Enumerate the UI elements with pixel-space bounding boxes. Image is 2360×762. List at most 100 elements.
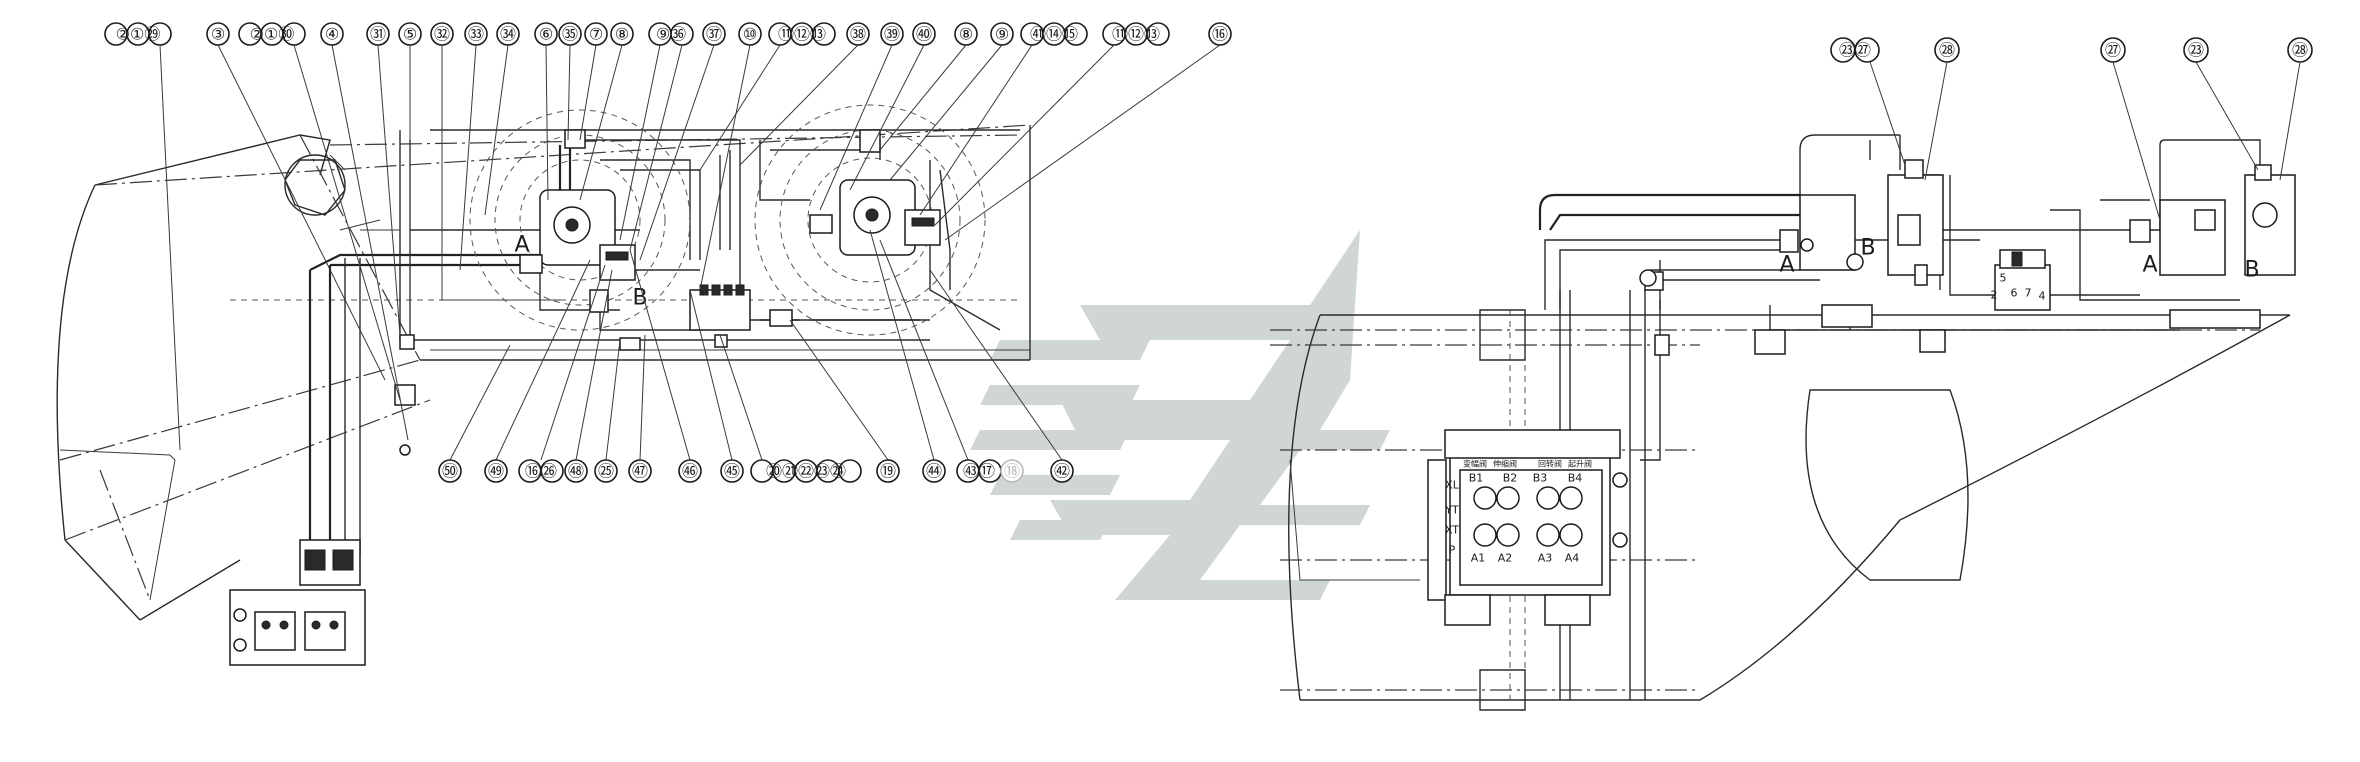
callout-2-1-29: ②①㉙ — [104, 22, 172, 46]
svg-text:5: 5 — [2000, 272, 2007, 285]
svg-text:④: ④ — [325, 25, 339, 44]
manifold-b1: B1 — [1469, 472, 1484, 485]
manifold-b4: B4 — [1568, 472, 1583, 485]
callout-41-14-15: ㊶⑭⑮ — [1020, 22, 1088, 46]
svg-text:㉝: ㉝ — [468, 25, 484, 44]
callout-10: ⑩ — [738, 22, 762, 46]
callout-7: ⑦ — [584, 22, 608, 46]
callout-20-24: ⑳㉑㉒㉓㉔ — [750, 459, 862, 483]
svg-text:㉗: ㉗ — [2105, 41, 2121, 60]
left-bottom-valves — [229, 384, 416, 666]
svg-text:2: 2 — [1991, 289, 1998, 302]
svg-text:⑯㉖: ⑯㉖ — [525, 462, 557, 481]
svg-text:㉘: ㉘ — [2292, 41, 2308, 60]
callouts-right-top: ㉓㉗ ㉘ ㉗ ㉓ ㉘ — [1830, 37, 2313, 221]
right-small-valve: 5 6 7 2 4 — [1639, 249, 2261, 356]
svg-text:⑲: ⑲ — [880, 462, 896, 481]
callout-18: ⑱ — [1000, 459, 1024, 483]
callout-8b: ⑧ — [954, 22, 978, 46]
svg-text:㊶⑭⑮: ㊶⑭⑮ — [1030, 25, 1078, 44]
manifold-section-4: 起升阀 — [1568, 460, 1592, 469]
svg-text:⑦: ⑦ — [589, 25, 603, 44]
callout-28a: ㉘ — [1934, 37, 1960, 63]
callout-49: ㊾ — [484, 459, 508, 483]
manifold-xl: XL — [1445, 479, 1460, 492]
manifold-a2: A2 — [1498, 552, 1513, 565]
pump-left-port-a: A — [514, 233, 529, 258]
svg-text:㉞: ㉞ — [500, 25, 516, 44]
callout-23b: ㉓ — [2183, 37, 2209, 63]
svg-text:⑳㉑㉒㉓㉔: ⑳㉑㉒㉓㉔ — [766, 462, 846, 481]
manifold-a1: A1 — [1471, 552, 1486, 565]
manifold-b3: B3 — [1533, 472, 1548, 485]
callout-8: ⑧ — [610, 22, 634, 46]
svg-text:⑤: ⑤ — [403, 25, 417, 44]
right-pipes — [1538, 134, 2261, 461]
callout-19: ⑲ — [876, 459, 900, 483]
svg-text:㊵: ㊵ — [916, 25, 932, 44]
svg-text:㊻: ㊻ — [682, 462, 698, 481]
manifold-a4: A4 — [1565, 552, 1580, 565]
svg-text:⑱: ⑱ — [1004, 462, 1020, 481]
callout-23-27: ㉓㉗ — [1830, 37, 1880, 63]
manifold-b2: B2 — [1503, 472, 1518, 485]
svg-text:㊲: ㊲ — [706, 25, 722, 44]
callout-2-1-30: ②①㉚ — [238, 22, 306, 46]
right-valve-2: A B — [2129, 164, 2296, 283]
svg-text:②①㉙: ②①㉙ — [116, 25, 161, 44]
callout-27b: ㉗ — [2100, 37, 2126, 63]
callout-5: ⑤ — [398, 22, 422, 46]
callout-43-17: ㊸⑰ — [956, 459, 1002, 483]
callout-16-26: ⑯㉖ — [518, 459, 564, 483]
svg-text:㉓: ㉓ — [2188, 41, 2204, 60]
callouts-left-top: ②①㉙ ③ ②①㉚ ④ ㉛ ⑤ ㉜ — [104, 22, 1232, 451]
svg-text:㊷: ㊷ — [1054, 462, 1070, 481]
svg-text:㊸⑰: ㊸⑰ — [963, 462, 995, 481]
svg-text:⑯: ⑯ — [1212, 25, 1228, 44]
svg-text:㊼: ㊼ — [632, 462, 648, 481]
right-valve-1: A B — [1779, 159, 1944, 286]
callout-25: ㉕ — [594, 459, 618, 483]
callout-34: ㉞ — [496, 22, 520, 46]
valve2-port-a: A — [2142, 253, 2157, 278]
svg-text:㊽: ㊽ — [568, 462, 584, 481]
svg-text:7: 7 — [2025, 287, 2032, 300]
svg-text:㊾: ㊾ — [488, 462, 504, 481]
manifold-section-3: 回转阀 — [1538, 459, 1562, 469]
callout-4: ④ — [320, 22, 344, 46]
callout-50: ㊿ — [438, 459, 462, 483]
callout-35: ㉟ — [558, 22, 582, 46]
svg-text:⑨: ⑨ — [995, 25, 1009, 44]
svg-text:㉛: ㉛ — [370, 25, 386, 44]
callout-48: ㊽ — [564, 459, 588, 483]
svg-text:⑪⑫⑬: ⑪⑫⑬ — [778, 25, 826, 44]
svg-text:⑧: ⑧ — [959, 25, 973, 44]
manifold-valve: B1 B2 B3 B4 A1 A2 A3 A4 XL YT XT P 变幅阀 伸… — [1427, 429, 1628, 626]
pump-right — [754, 104, 986, 336]
svg-text:⑧: ⑧ — [615, 25, 629, 44]
center-valve-block — [399, 284, 793, 351]
pump-left-port-b: B — [632, 286, 647, 311]
callout-40: ㊵ — [912, 22, 936, 46]
callout-3: ③ — [206, 22, 230, 46]
svg-text:②①㉚: ②①㉚ — [250, 25, 295, 44]
callout-9-36: ⑨㊱ — [648, 22, 694, 46]
svg-text:㉜: ㉜ — [434, 25, 450, 44]
manifold-p: P — [1449, 544, 1456, 557]
callout-42: ㊷ — [1050, 459, 1074, 483]
callout-28b: ㉘ — [2287, 37, 2313, 63]
watermark-logo — [970, 230, 1390, 600]
callout-11-12-13: ⑪⑫⑬ — [768, 22, 836, 46]
svg-text:㊳: ㊳ — [850, 25, 866, 44]
callout-38: ㊳ — [846, 22, 870, 46]
svg-text:⑪⑫⑬: ⑪⑫⑬ — [1112, 25, 1160, 44]
callout-37: ㊲ — [702, 22, 726, 46]
callout-9b: ⑨ — [990, 22, 1014, 46]
svg-text:㉘: ㉘ — [1939, 41, 1955, 60]
pump-left: A B — [469, 109, 691, 331]
manifold-a3: A3 — [1538, 552, 1553, 565]
manifold-section-2: 伸缩阀 — [1493, 459, 1517, 469]
svg-text:㊴: ㊴ — [884, 25, 900, 44]
manifold-yt: YT — [1444, 504, 1459, 517]
